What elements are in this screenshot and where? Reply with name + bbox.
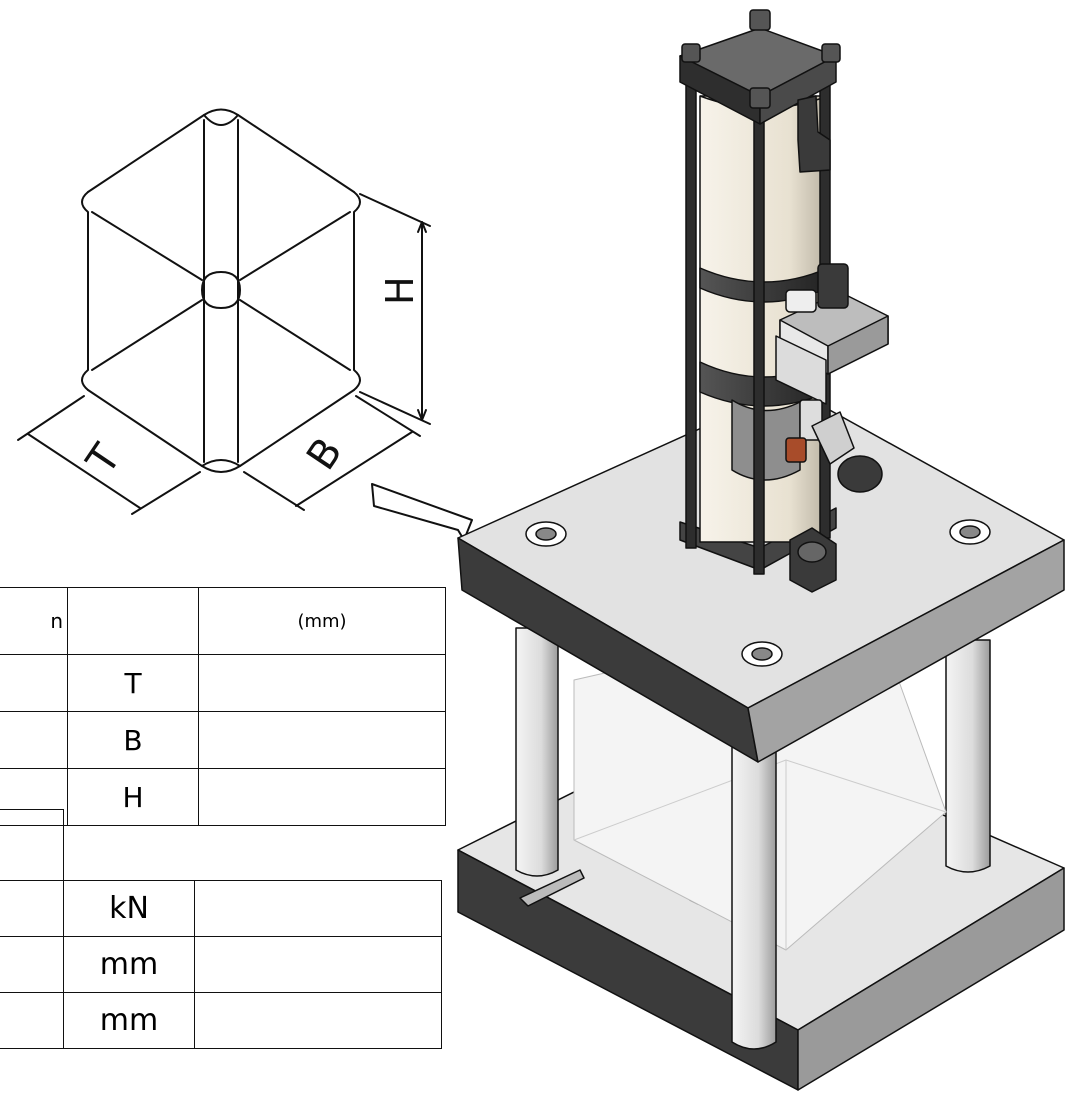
label-b: B	[298, 430, 351, 478]
result-table: kN mm mm	[0, 809, 442, 1049]
table-row: T	[0, 654, 446, 712]
value-t[interactable]	[198, 654, 446, 712]
result-table-header	[0, 809, 442, 881]
symbol-b: B	[67, 711, 199, 769]
value-b[interactable]	[198, 711, 446, 769]
press-machine-illustration	[457, 9, 1065, 1091]
base-plate-side	[797, 867, 1065, 1091]
table-row: mm	[0, 992, 442, 1049]
post-front-left	[731, 719, 777, 1050]
label-h: H	[378, 276, 422, 305]
value-force[interactable]	[194, 880, 442, 937]
post-back-left	[515, 627, 559, 877]
post-back-right	[945, 639, 991, 873]
value-length[interactable]	[194, 992, 442, 1049]
table-row: mm	[0, 936, 442, 993]
unit-mm-2: mm	[63, 992, 195, 1049]
dimension-table: n (mm) T B H	[0, 587, 446, 826]
specimen-sketch: H T B	[17, 108, 473, 540]
top-plate-side	[747, 539, 1065, 763]
label-t: T	[78, 436, 131, 483]
unit-mm-1: mm	[63, 936, 195, 993]
header-unit: (mm)	[198, 587, 446, 655]
value-displacement[interactable]	[194, 936, 442, 993]
header-col1: n	[0, 587, 68, 655]
header-col2	[67, 587, 199, 655]
table-row: kN	[0, 880, 442, 937]
symbol-t: T	[67, 654, 199, 712]
dimension-table-header: n (mm)	[0, 587, 446, 655]
table-row: B	[0, 711, 446, 769]
unit-kn: kN	[63, 880, 195, 937]
